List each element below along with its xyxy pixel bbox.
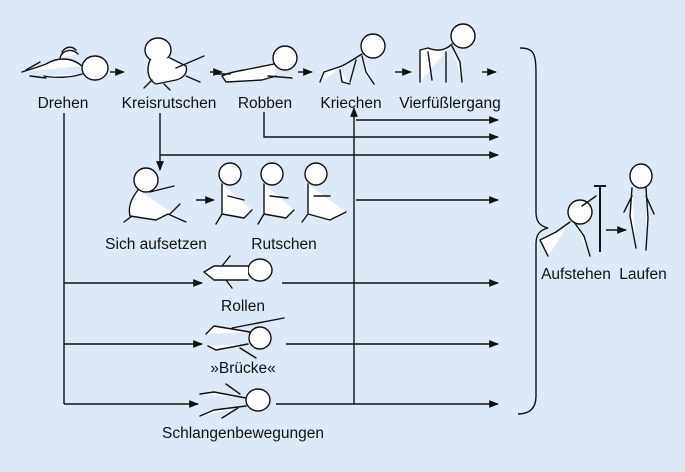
aufstehen-child-icon [539,195,597,257]
rollen-baby-icon [203,255,273,289]
kriechen-baby-icon [319,33,386,85]
label-kriechen: Kriechen [320,95,382,112]
label-laufen: Laufen [619,266,667,283]
kreisrutschen-baby-icon [143,37,205,91]
arrow-robben-out [263,112,499,141]
support-post-icon [594,185,606,252]
arrows [63,47,627,415]
rutschen-baby-2-icon [257,162,295,225]
bruecke-baby-icon [205,317,285,359]
drehen-baby-icon [21,46,109,81]
label-rutschen: Rutschen [251,236,317,253]
converging-brace [517,47,549,415]
label-aufstehen: Aufstehen [541,266,611,283]
label-rollen: Rollen [221,298,265,315]
schlangenbewegungen-baby-icon [199,383,271,419]
label-bruecke: »Brücke« [210,360,276,377]
label-schlangenbewegungen: Schlangenbewegungen [161,425,325,442]
label-vierfuesslergang: Vierfüßlergang [399,95,501,112]
robben-baby-icon [215,45,298,83]
label-robben: Robben [237,95,293,112]
laufen-child-icon [623,163,655,251]
rutschen-baby-3-icon [301,162,347,223]
label-kreisrutschen: Kreisrutschen [121,95,217,112]
label-sich-aufsetzen: Sich aufsetzen [105,236,207,253]
label-drehen: Drehen [37,95,89,112]
rutschen-baby-1-icon [215,162,253,225]
vierfuesslergang-baby-icon [419,23,476,83]
sich-aufsetzen-baby-icon [123,167,187,223]
